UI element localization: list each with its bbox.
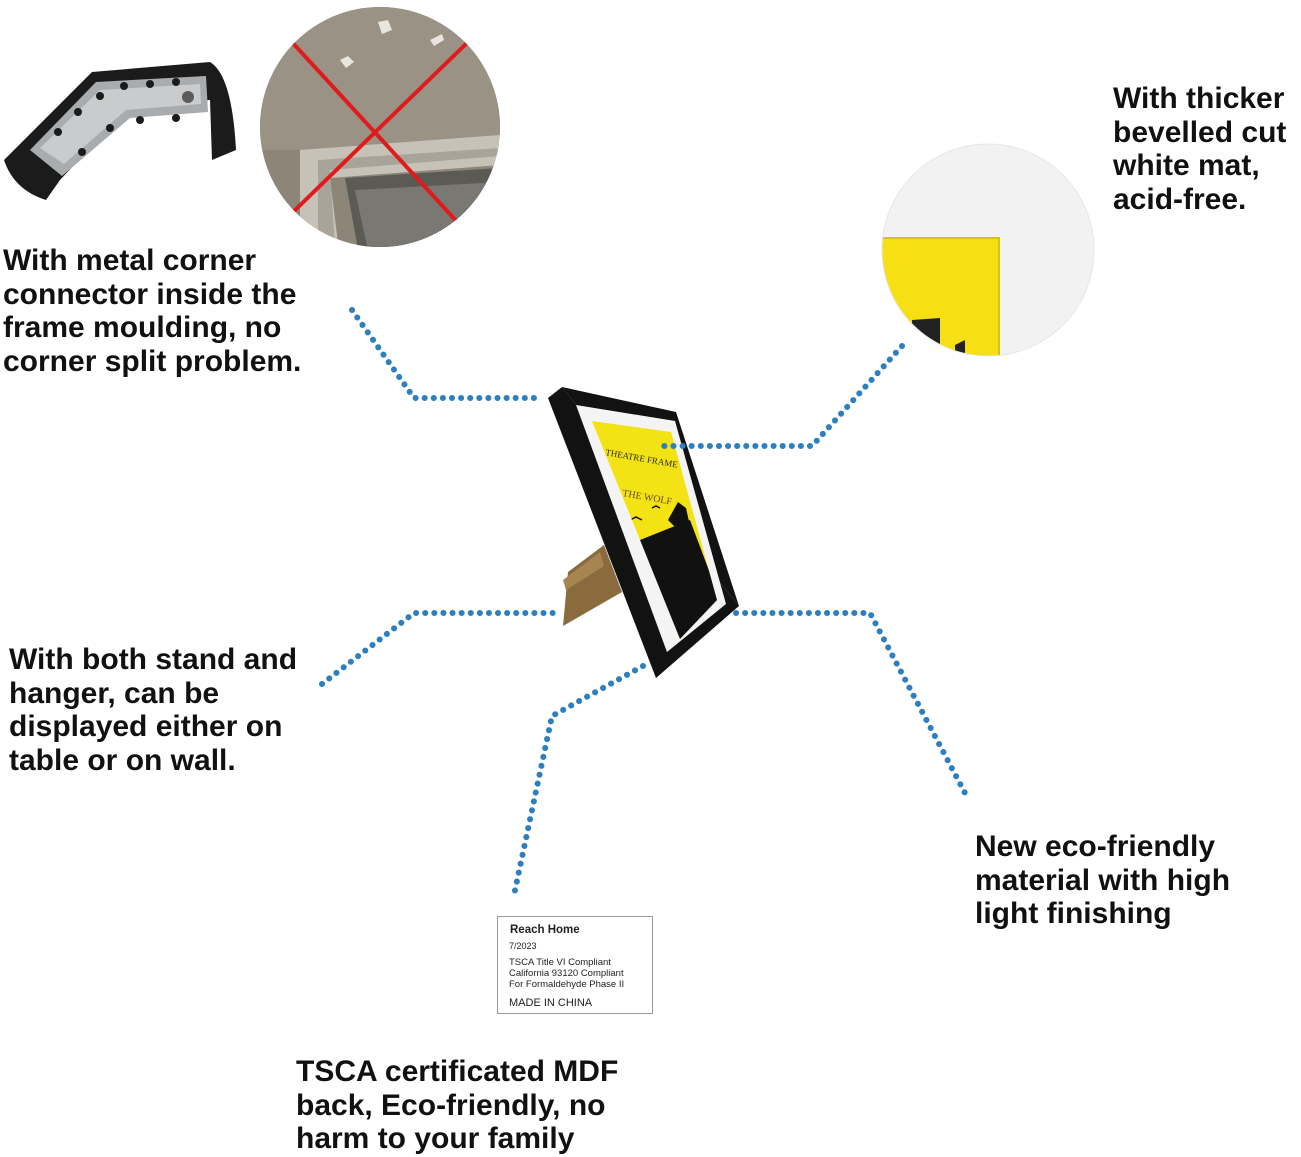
connector-tsca [511,663,646,898]
mat-detail-photo [882,144,1094,356]
stand-easel-photo [563,545,622,626]
feature-stand-hanger: With both stand and hanger, can be displ… [9,643,298,777]
connector-mat [661,343,905,449]
feature-mat: With thicker bevelled cut white mat, aci… [1113,82,1287,216]
connector-stand [319,610,556,687]
feature-eco-material: New eco-friendly material with high ligh… [975,830,1231,930]
corner-connector-photo [4,62,236,200]
connector-corner [349,307,540,401]
compliance-label: Reach Home 7/2023 TSCA Title VI Complian… [497,916,653,1014]
red-cross-icon [288,38,472,227]
label-compliance-lines: TSCA Title VI Compliant California 93120… [509,957,625,990]
connector-eco [733,610,969,798]
label-origin: MADE IN CHINA [509,997,593,1009]
frame-product-photo: THEATRE FRAME THE WOLF [548,387,739,678]
feature-corner-connector: With metal corner connector inside the f… [3,244,302,378]
label-brand: Reach Home [510,924,580,936]
feature-tsca-back: TSCA certificated MDF back, Eco-friendly… [296,1055,619,1155]
label-date: 7/2023 [509,941,537,951]
